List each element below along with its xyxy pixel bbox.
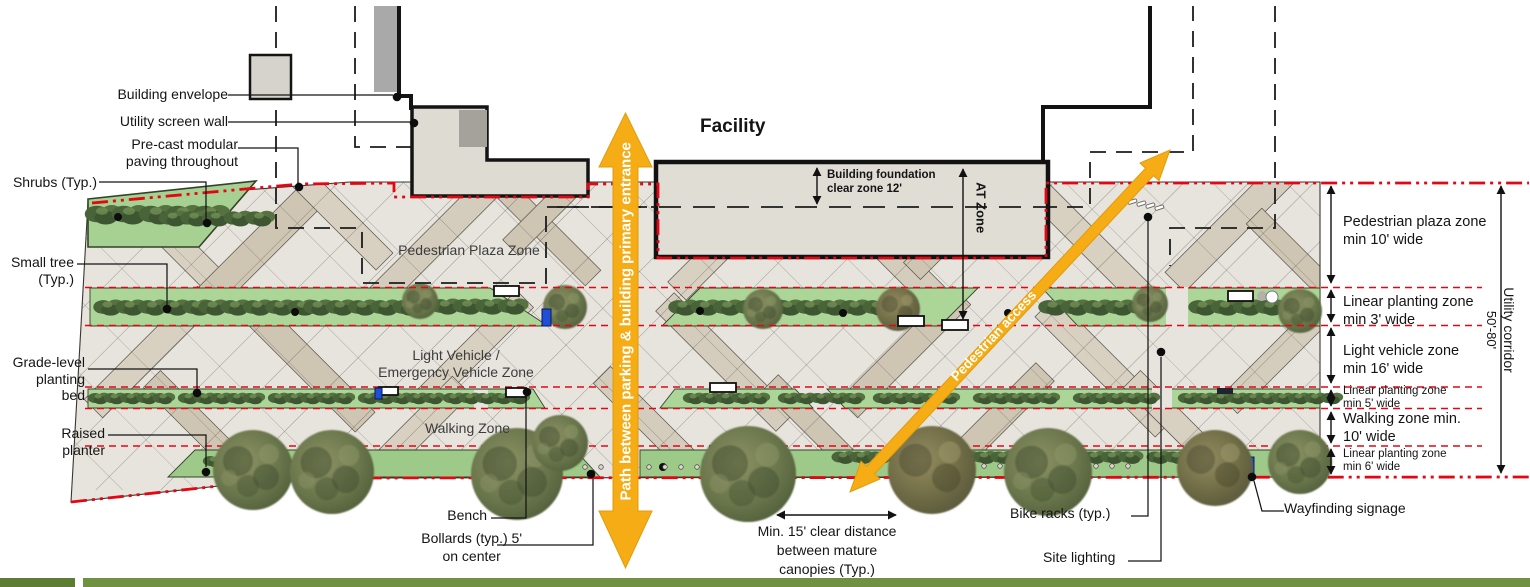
table-icon — [1257, 291, 1267, 301]
tree-icon — [1177, 430, 1253, 506]
bench-icon-dark — [1217, 388, 1233, 394]
footer-bar — [0, 578, 1530, 587]
label-path-arrow: Path between parking & building primary … — [617, 142, 635, 501]
label-zone-planting3: Linear planting zone min 3' wide — [1343, 294, 1474, 328]
label-zone-planting6: Linear planting zone min 6' wide — [1343, 448, 1447, 473]
tree-icon — [1278, 289, 1322, 333]
bike-rack-icon — [1127, 198, 1165, 211]
label-wayfinding-signage: Wayfinding signage — [1284, 500, 1406, 516]
tree-icon — [700, 426, 796, 522]
tree-icon — [290, 430, 374, 514]
tree-icon — [213, 430, 293, 510]
label-corridor-range: 50'-80' — [1484, 310, 1499, 350]
tree-icon — [1132, 286, 1168, 322]
label-zone-walking: Walking zone min. 10' wide — [1343, 411, 1461, 445]
pedestrian-access-arrow-shape — [849, 149, 1171, 493]
label-walking-zone: Walking Zone — [424, 420, 511, 436]
tree-icon — [532, 415, 588, 471]
dimension-arrows — [776, 167, 1506, 520]
path-arrow-shape — [598, 111, 653, 570]
label-bike-racks: Bike racks (typ.) — [1010, 505, 1111, 521]
label-site-lighting: Site lighting — [1043, 549, 1116, 565]
label-utility-screen-wall: Utility screen wall — [119, 113, 228, 129]
label-building-envelope: Building envelope — [117, 86, 228, 102]
label-utility-corridor: Utility corridor — [1501, 287, 1517, 373]
facility-slab — [653, 159, 1051, 260]
label-min-clear-distance: Min. 15' clear distance between mature c… — [757, 523, 897, 577]
label-building-foundation: Building foundation clear zone 12' — [827, 169, 936, 195]
tree-icon — [1004, 428, 1092, 516]
utility-screen-wall-shape — [374, 6, 397, 92]
label-zone-plaza: Pedestrian plaza zone min 10' wide — [1343, 214, 1487, 248]
label-zone-light-vehicle: Light vehicle zone min 16' wide — [1343, 343, 1460, 377]
label-precast-paving: Pre-cast modular paving throughout — [125, 136, 238, 169]
label-bench: Bench — [447, 507, 487, 523]
label-zone-planting5: Linear planting zone min 5' wide — [1343, 385, 1447, 410]
site-light-dots — [114, 213, 1012, 471]
yellow-arrows — [598, 111, 1171, 570]
label-facility: Facility — [700, 116, 766, 137]
label-bollards: Bollards (typ.) 5' on center — [421, 530, 522, 565]
label-pedestrian-plaza-zone: Pedestrian Plaza Zone — [398, 242, 540, 258]
leader-dots — [162, 92, 1257, 482]
label-light-vehicle-zone: Light Vehicle / Emergency Vehicle Zone — [378, 347, 534, 380]
label-raised-planter: Raised planter — [61, 425, 105, 458]
tree-icon — [1268, 430, 1332, 494]
label-shrubs: Shrubs (Typ.) — [12, 174, 97, 190]
label-small-tree: Small tree (Typ.) — [10, 254, 74, 287]
tree-icon — [402, 283, 438, 319]
building-outline — [248, 6, 1152, 260]
leader-lines — [77, 94, 1284, 562]
label-at-zone: AT Zone — [973, 182, 989, 234]
building-envelope-lines — [275, 6, 1276, 284]
tree-icon — [743, 289, 783, 329]
label-grade-level-bed: Grade-level planting bed — [12, 354, 85, 404]
